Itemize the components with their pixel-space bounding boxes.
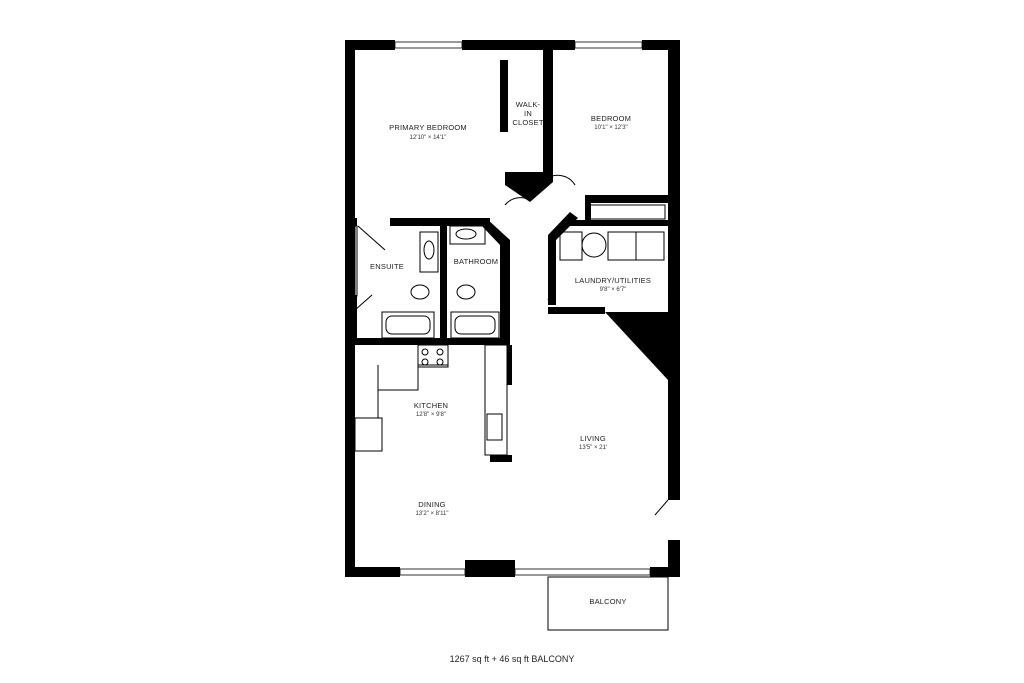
bedroom-label: BEDROOM: [591, 114, 631, 123]
living-label: LIVING: [580, 434, 606, 443]
laundry-label: LAUNDRY/UTILITIES: [575, 276, 651, 285]
dining-label: DINING: [418, 500, 445, 509]
walls: [345, 40, 680, 577]
primary-bedroom-dims: 12'10" × 14'1": [410, 135, 447, 141]
kitchen-dims: 12'8" × 9'8": [416, 412, 446, 418]
fixtures: [354, 174, 681, 631]
dining-dims: 13'2" × 8'11": [416, 511, 449, 517]
living-dims: 13'5" × 21': [579, 445, 607, 451]
closet-label-2: IN: [524, 109, 532, 118]
balcony-label: BALCONY: [589, 597, 626, 606]
closet-label-1: WALK-: [516, 100, 541, 109]
laundry-dims: 9'8" × 6'7": [600, 287, 627, 293]
primary-bedroom-label: PRIMARY BEDROOM: [389, 123, 467, 132]
room-labels: PRIMARY BEDROOM 12'10" × 14'1" WALK- IN …: [370, 100, 651, 606]
bathroom-label: BATHROOM: [454, 257, 498, 266]
closet-label-3: CLOSET: [512, 118, 543, 127]
bedroom-dims: 10'1" × 12'3": [594, 125, 627, 131]
kitchen-label: KITCHEN: [414, 401, 448, 410]
ensuite-label: ENSUITE: [370, 262, 404, 271]
area-summary: 1267 sq ft + 46 sq ft BALCONY: [449, 654, 575, 664]
